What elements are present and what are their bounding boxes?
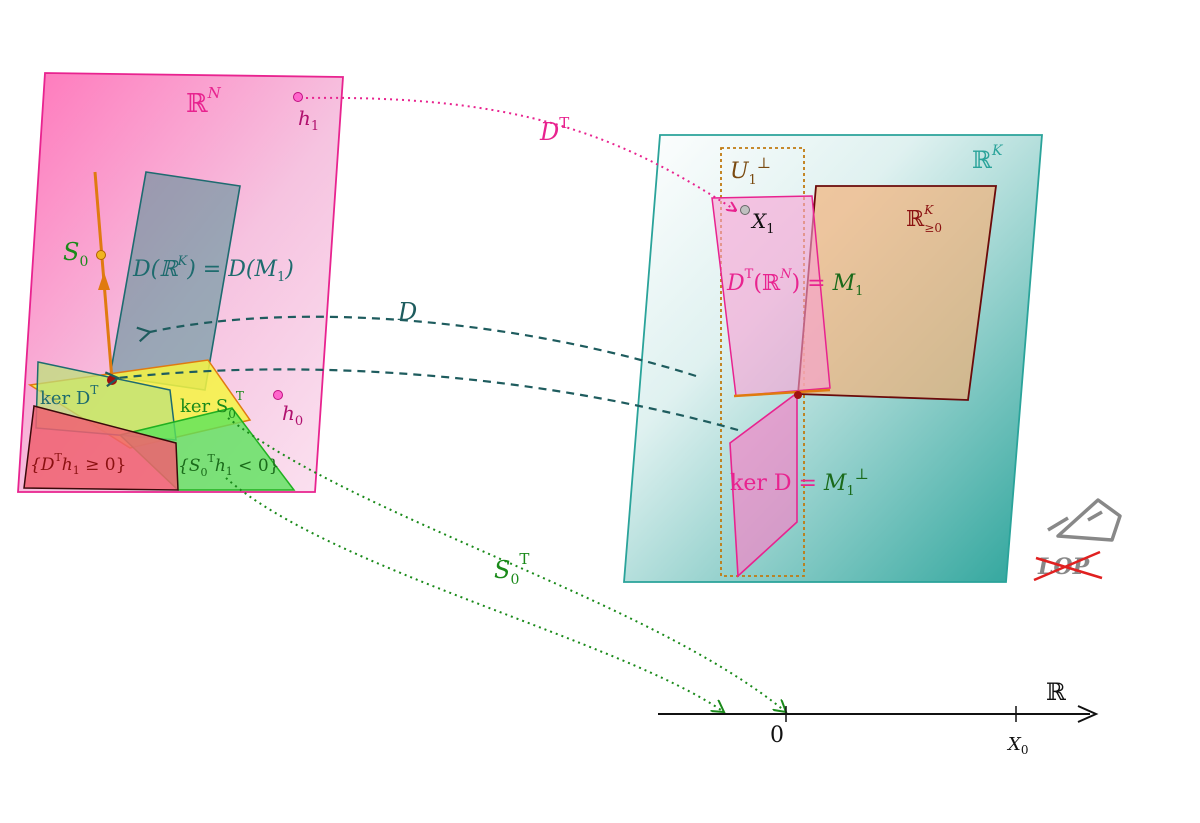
m1-orange-edge — [733, 388, 831, 398]
label-arrow-dt: DT — [539, 114, 569, 146]
label-ker-s0t: ker S0T — [180, 389, 244, 421]
lop-logo: LOP — [1033, 498, 1122, 582]
number-line-arrowhead — [1077, 705, 1099, 723]
label-h1: h1 — [298, 106, 319, 134]
label-arrow-s0t: S0T — [494, 550, 529, 588]
m1-subspace — [711, 195, 831, 397]
label-image-d: D(ℝK) = D(M1) — [132, 254, 294, 285]
logo-strike-2 — [1035, 556, 1103, 580]
label-dt-image: DT(ℝN) = M1 — [726, 267, 863, 299]
logo-strike-1 — [1033, 550, 1101, 582]
label-rn: ℝN — [186, 84, 222, 119]
arrow-d-lower — [118, 368, 739, 432]
arrow-s0t-upper — [227, 417, 786, 712]
logo-shape — [1047, 498, 1122, 542]
label-arrow-d: D — [397, 298, 417, 326]
label-region-green: {S0Th1 < 0} — [178, 452, 279, 479]
arrow-dt — [305, 96, 735, 210]
s0-point — [96, 250, 106, 260]
region-dt-nonneg — [23, 405, 179, 491]
label-orthant: ℝK≥0 — [906, 203, 942, 235]
label-zero: 0 — [770, 723, 784, 748]
label-r: ℝ — [1046, 678, 1067, 706]
label-ker-d: ker D = M1⊥ — [730, 465, 869, 499]
point-h1 — [293, 92, 303, 102]
label-h0: h0 — [282, 401, 303, 429]
point-x1 — [740, 205, 750, 215]
s0-arrowhead — [98, 272, 110, 290]
label-u1-perp: U1⊥ — [730, 154, 771, 188]
ker-d-subspace — [729, 391, 798, 578]
label-rk: ℝK — [972, 143, 1004, 174]
label-region-red: {DTh1 ≥ 0} — [30, 451, 126, 477]
origin-point-left — [107, 375, 117, 385]
label-ker-dt: ker DT — [40, 383, 98, 409]
label-x1: X1 — [750, 209, 775, 237]
point-h0 — [273, 390, 283, 400]
origin-point-right — [794, 391, 802, 399]
label-s0: S0 — [63, 238, 88, 270]
label-x0: X0 — [1006, 734, 1028, 757]
